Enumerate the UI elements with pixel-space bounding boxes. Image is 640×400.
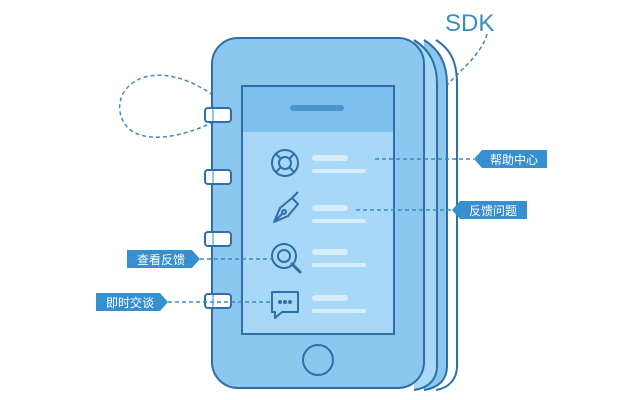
callout-help-center: 帮助中心 <box>474 150 547 168</box>
phone-speaker <box>290 105 344 111</box>
menu-row-view-feedback[interactable] <box>271 243 366 274</box>
lifebuoy-icon <box>271 149 299 177</box>
menu-row-help-line-2 <box>312 169 366 173</box>
menu-row-chat-line-2 <box>312 309 366 313</box>
menu-row-view-feedback-line-2 <box>312 263 366 267</box>
callout-help-center-label: 帮助中心 <box>490 152 538 167</box>
menu-row-feedback-line-2 <box>312 219 366 223</box>
sdk-layer-back <box>435 39 458 391</box>
phone-notch-outline-mask <box>212 109 214 307</box>
menu-row-feedback[interactable] <box>273 191 366 223</box>
menu-row-help-line-1 <box>312 155 348 161</box>
menu-row-chat[interactable] <box>271 291 366 319</box>
menu-row-chat-line-1 <box>312 295 348 301</box>
magnifier-icon <box>271 243 302 274</box>
callout-instant-chat: 即时交谈 <box>96 293 168 311</box>
menu-row-view-feedback-line-1 <box>312 249 348 255</box>
callout-view-feedback-label: 查看反馈 <box>137 253 185 267</box>
sdk-label: SDK <box>445 10 494 37</box>
decorative-dashed-loop <box>118 74 233 138</box>
callout-view-feedback: 查看反馈 <box>127 250 200 268</box>
callout-feedback-issue-label: 反馈问题 <box>469 204 517 218</box>
menu-row-feedback-line-1 <box>312 205 348 211</box>
pen-nib-icon <box>273 191 299 223</box>
chat-bubble-icon <box>271 291 299 319</box>
callout-instant-chat-label: 即时交谈 <box>106 295 154 310</box>
menu-row-help[interactable] <box>271 149 366 177</box>
home-button[interactable] <box>302 344 334 376</box>
phone-side-notches <box>204 107 232 309</box>
callout-feedback-issue: 反馈问题 <box>452 201 527 219</box>
